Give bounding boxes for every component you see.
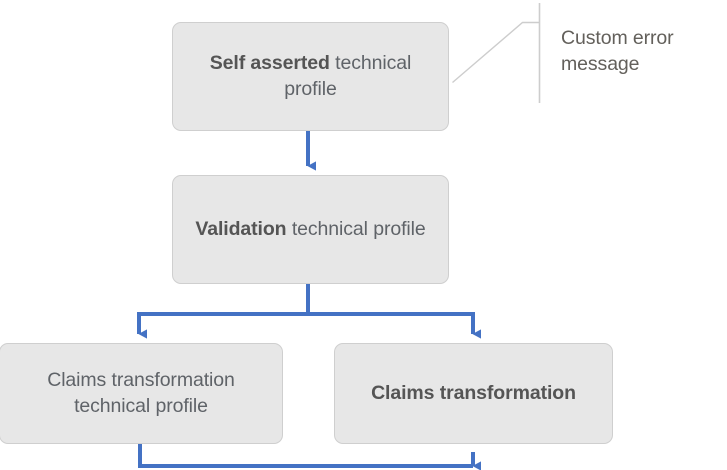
- node-self-asserted-bold-text: Self asserted: [209, 51, 330, 74]
- node-claims-transformation-label: Claims transformation: [349, 381, 598, 407]
- node-claims-transformation-technical-profile-label: Claims transformation technical profile: [14, 368, 268, 419]
- node-claims-transformation-bold-text: Claims transformation: [371, 381, 576, 404]
- connector-validation-branch-bus: [137, 283, 475, 316]
- node-claims-transformation[interactable]: Claims transformation: [334, 343, 613, 444]
- node-validation-bold-text: Validation: [195, 217, 287, 240]
- node-self-asserted-technical-profile[interactable]: Self asserted technical profile: [172, 22, 449, 131]
- callout-custom-error-message: Custom error message: [561, 27, 674, 75]
- node-validation-regular-text: technical profile: [286, 217, 426, 240]
- node-validation-technical-profile[interactable]: Validation technical profile: [172, 175, 449, 284]
- node-self-asserted-regular-text: technical profile: [284, 51, 412, 100]
- node-self-asserted-label: Self asserted technical profile: [187, 51, 434, 102]
- callout-leader-line: [452, 3, 541, 103]
- node-validation-label: Validation technical profile: [187, 217, 434, 243]
- node-claims-transformation-technical-profile[interactable]: Claims transformation technical profile: [0, 343, 283, 444]
- node-claims-transformation-technical-profile-regular-text: Claims transformation technical profile: [47, 368, 235, 417]
- connector-feedback-loop: [138, 444, 481, 470]
